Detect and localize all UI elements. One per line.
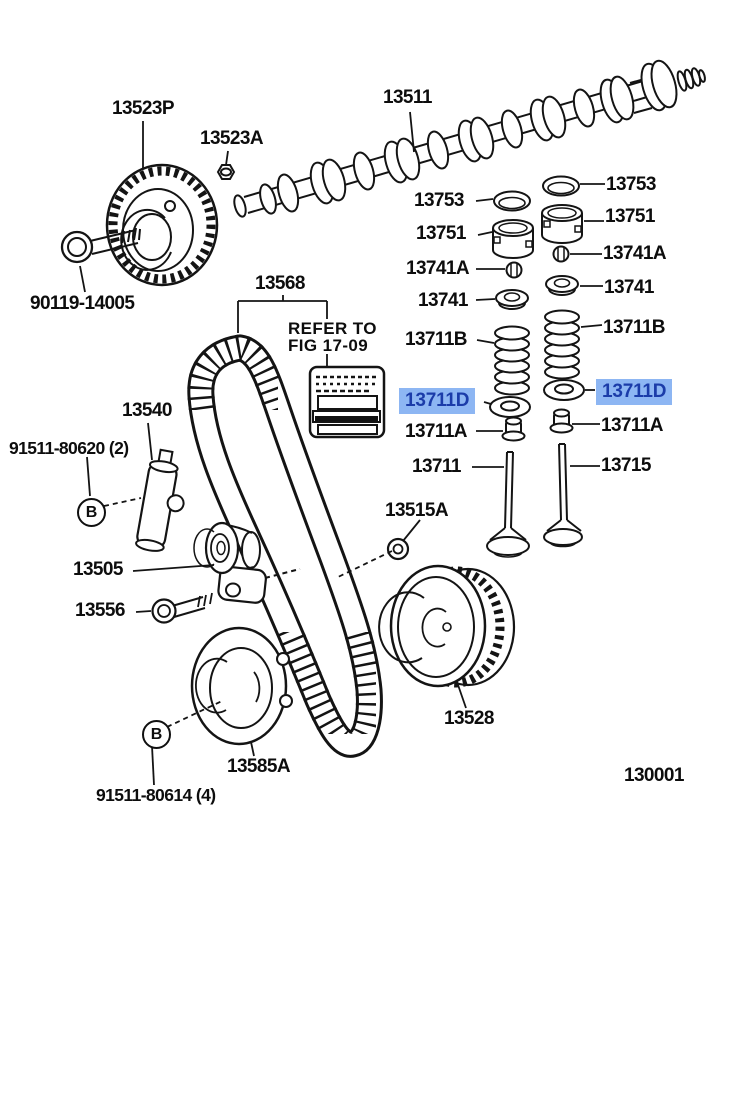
label-retainer-left: 13741	[418, 290, 468, 311]
label-idler-bolt: 13556	[75, 600, 125, 621]
valve-train-right-drawing	[541, 175, 585, 548]
leader-lines	[79, 111, 605, 786]
label-cam-nut: 13523A	[200, 128, 264, 149]
grommet-drawing	[386, 537, 410, 561]
label-valve-intake: 13711	[412, 456, 461, 477]
label-seat-left-highlighted: 13711D	[399, 388, 476, 414]
label-guide-bolt: 91511-80614 (4)	[96, 785, 216, 805]
label-idler: 13505	[73, 559, 123, 580]
idler-pulley-drawing	[193, 521, 301, 604]
crank-gear-drawing	[378, 564, 516, 688]
figure-code: 130001	[624, 765, 684, 786]
label-shim-left: 13753	[414, 190, 464, 211]
belt-guide-drawing	[190, 626, 293, 746]
refer-note-line1: REFER TO	[288, 319, 377, 338]
label-seal-left: 13711A	[405, 421, 468, 442]
label-lifter-left: 13751	[416, 223, 466, 244]
label-seat-right-highlighted: 13711D	[596, 379, 673, 405]
idler-bolt-drawing	[151, 592, 213, 624]
timing-belt-drawing	[187, 334, 383, 758]
label-gear-bolt: 90119-14005	[30, 293, 135, 314]
label-belt-guide: 13585A	[227, 756, 291, 777]
label-shim-right: 13753	[606, 174, 656, 195]
label-tensioner-bolt: 91511-80620 (2)	[9, 438, 129, 458]
label-crank-gear: 13528	[444, 708, 494, 729]
gear-bolt-drawing	[60, 227, 141, 264]
label-keeper-right: 13741A	[603, 243, 667, 264]
callout-b-top: B	[77, 498, 106, 527]
cam-gear-drawing	[105, 163, 219, 287]
label-grommet: 13515A	[385, 500, 449, 521]
cam-nut-drawing	[216, 164, 236, 180]
label-keeper-left: 13741A	[406, 258, 470, 279]
belt-sticker-drawing	[308, 365, 386, 439]
label-timing-belt: 13568	[255, 273, 305, 294]
tensioner-drawing	[135, 448, 185, 552]
label-cam-gear: 13523P	[112, 98, 175, 119]
label-valve-exhaust: 13715	[601, 455, 651, 476]
label-spring-left: 13711B	[405, 329, 468, 350]
refer-note-line2: FIG 17-09	[288, 336, 369, 355]
camshaft-drawing	[233, 59, 706, 218]
label-seal-right: 13711A	[601, 415, 664, 436]
label-lifter-right: 13751	[605, 206, 655, 227]
label-tensioner: 13540	[122, 400, 172, 421]
callout-b-bottom: B	[142, 720, 171, 749]
valve-train-left-drawing	[486, 190, 534, 558]
label-camshaft: 13511	[383, 87, 432, 108]
label-retainer-right: 13741	[604, 277, 654, 298]
label-spring-right: 13711B	[603, 317, 666, 338]
